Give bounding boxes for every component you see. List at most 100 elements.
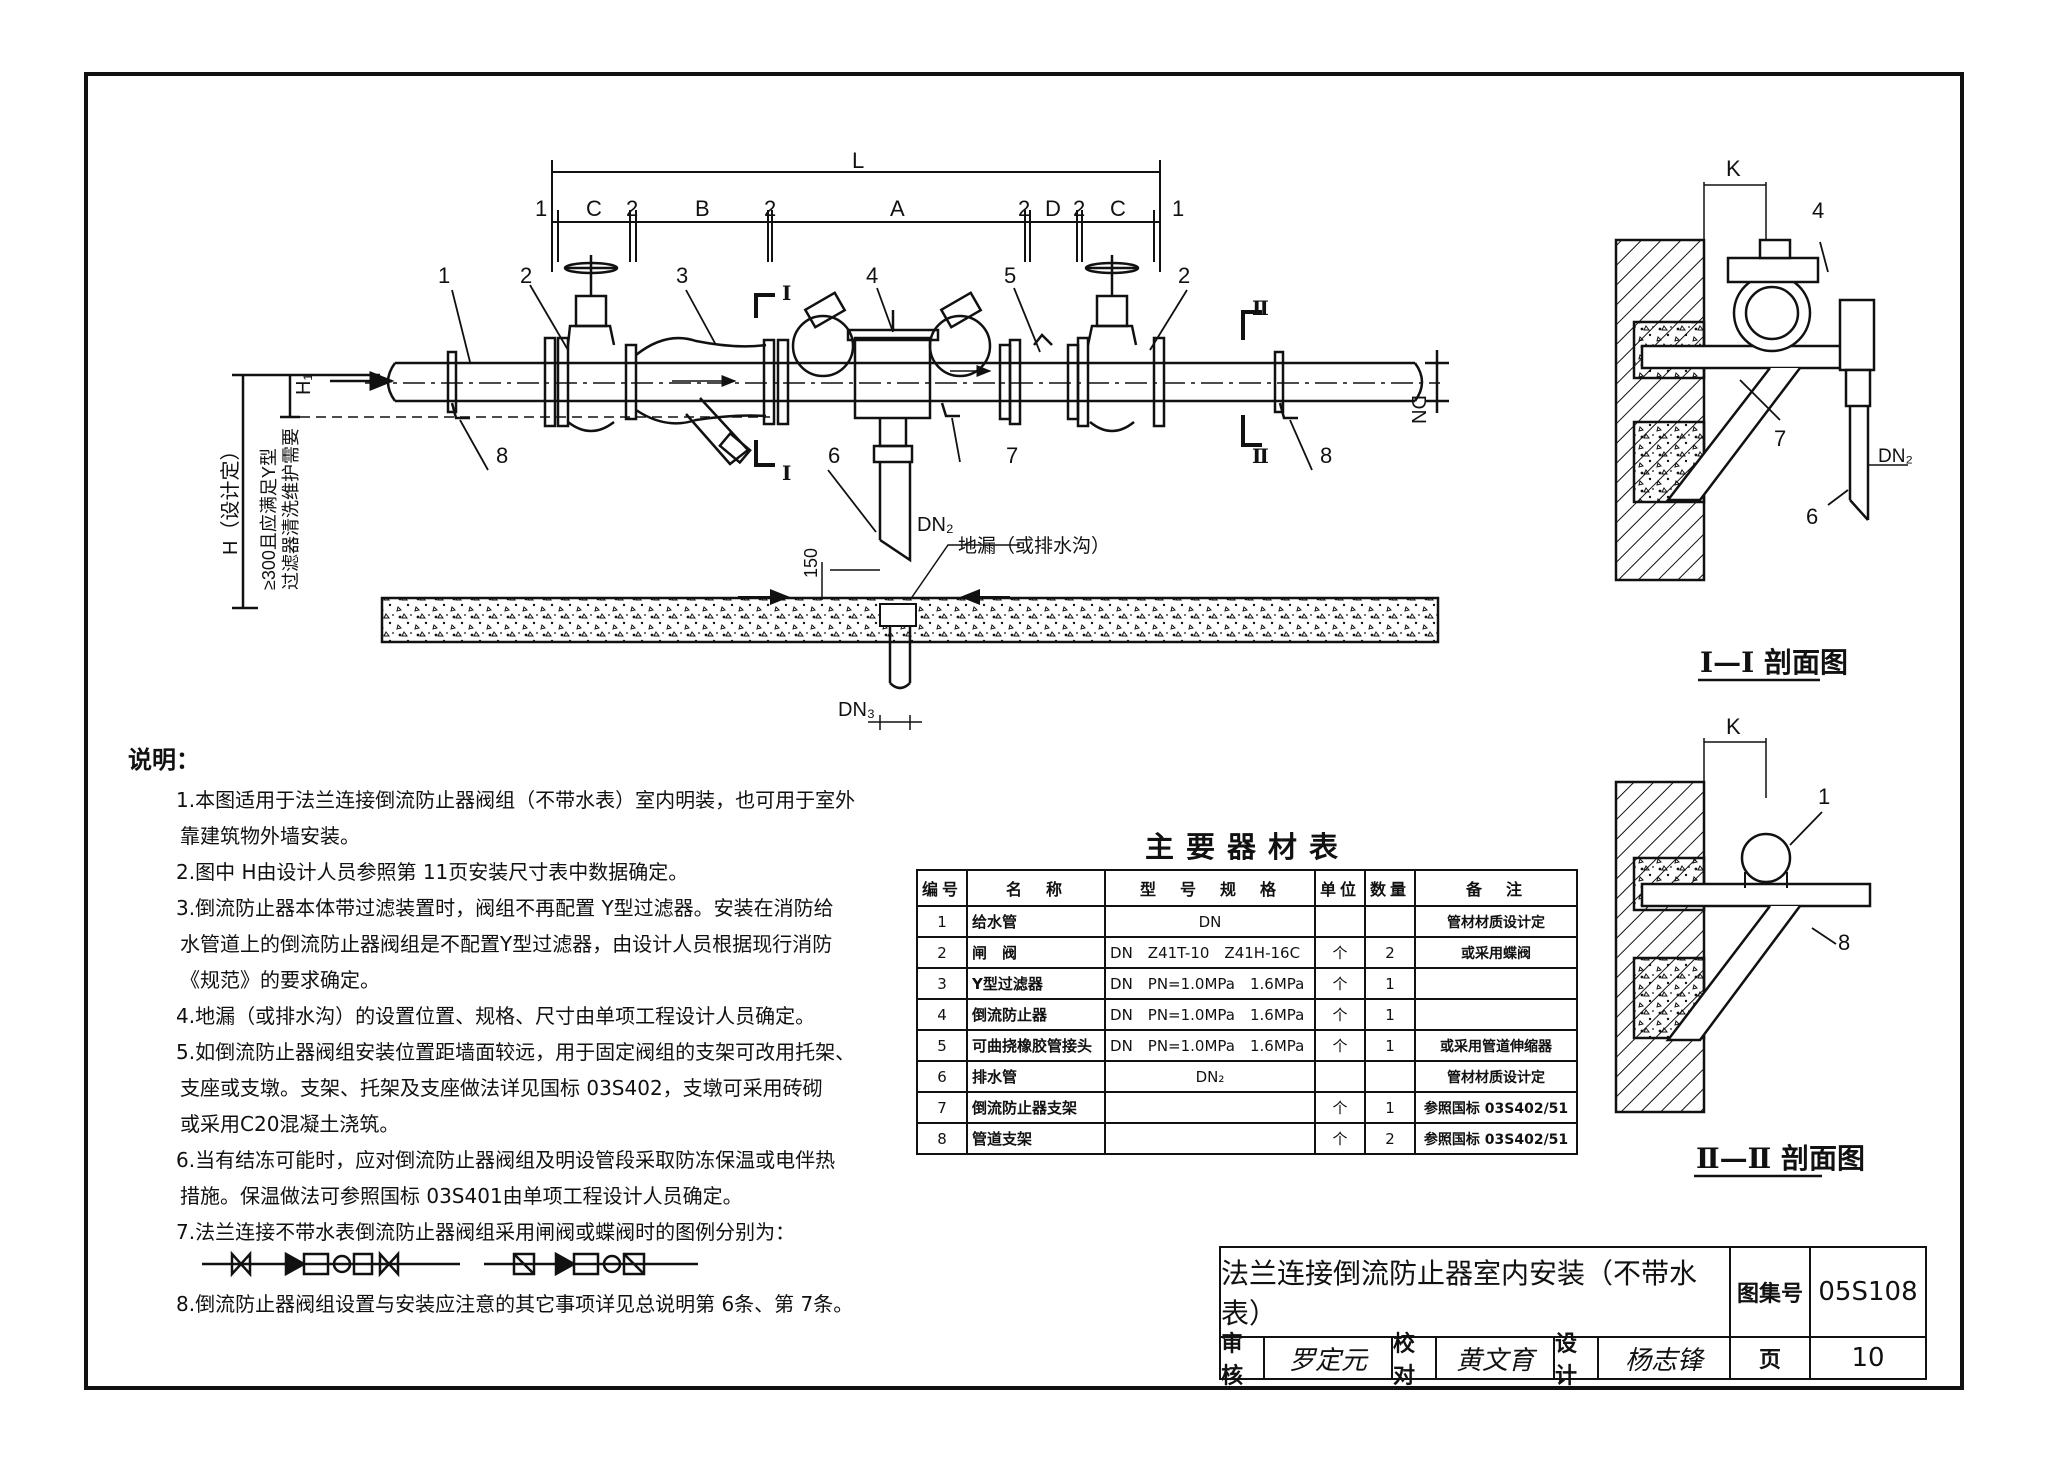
table-title: 主要器材表 xyxy=(1145,830,1351,864)
page-number: 10 xyxy=(1809,1336,1927,1380)
floor-labels: DN₂ 地漏（或排水沟） 150 DN₃ xyxy=(801,514,1110,721)
atlas-label: 图集号 xyxy=(1729,1246,1811,1338)
cell-qty: 1 xyxy=(1364,967,1417,1000)
col-header-unit: 单位 xyxy=(1314,869,1367,907)
design-signature: 杨志锋 xyxy=(1597,1336,1731,1380)
dim-2-c: 2 xyxy=(1018,196,1030,221)
cell-remark: 或采用蝶阀 xyxy=(1414,936,1579,969)
notes-title: 说明： xyxy=(128,746,200,774)
callout-1: 1 xyxy=(438,263,450,288)
section-1-dim-K: K xyxy=(1726,156,1741,181)
section-2-dim-K: K xyxy=(1726,714,1741,739)
cell-remark: 或采用管道伸缩器 xyxy=(1414,1029,1579,1062)
cell-unit xyxy=(1314,1060,1367,1093)
note-line: 靠建筑物外墙安装。 xyxy=(180,824,360,848)
cell-qty xyxy=(1364,1060,1417,1093)
drawing-border xyxy=(84,72,1964,1390)
callout-5: 5 xyxy=(1004,263,1016,288)
section-1-callout-7: 7 xyxy=(1774,426,1786,451)
section-1-drawing xyxy=(1614,182,1908,582)
dim-H: H（设计定） xyxy=(219,441,242,555)
table-header-row: 编号 名 称 型 号 规 格 单位 数量 备 注 xyxy=(915,869,1579,907)
cell-no: 1 xyxy=(915,905,969,938)
check-label: 校对 xyxy=(1391,1332,1437,1389)
dim-150: 150 xyxy=(801,548,821,578)
table-row: 3 Y型过滤器 DN PN=1.0MPa 1.6MPa 个 1 xyxy=(915,967,1579,1000)
note-line: 措施。保温做法可参照国标 03S401由单项工程设计人员确定。 xyxy=(180,1184,743,1208)
section-II-top: Ⅱ xyxy=(1252,296,1269,320)
col-header-name: 名 称 xyxy=(966,869,1107,907)
cell-qty: 2 xyxy=(1364,936,1417,969)
dimension-labels: L 1 C 2 B 2 A 2 D 2 C 1 xyxy=(535,148,1184,221)
cell-no: 8 xyxy=(915,1122,969,1155)
note-line-legend xyxy=(130,1250,830,1286)
dim-A: A xyxy=(890,196,905,221)
note-line: 8.倒流防止器阀组设置与安装应注意的其它事项详见总说明第 6条、第 7条。 xyxy=(176,1292,854,1316)
cell-no: 6 xyxy=(915,1060,969,1093)
dim-L: L xyxy=(852,148,864,173)
floor-slab xyxy=(380,544,1440,730)
dim-2-d: 2 xyxy=(1073,196,1085,221)
cell-no: 4 xyxy=(915,998,969,1031)
note-line: 1.本图适用于法兰连接倒流防止器阀组（不带水表）室内明装，也可用于室外 xyxy=(176,788,856,812)
col-header-spec: 型 号 规 格 xyxy=(1104,869,1317,907)
col-header-qty: 数量 xyxy=(1364,869,1417,907)
table-row: 2 闸 阀 DN Z41T-10 Z41H-16C 个 2 或采用蝶阀 xyxy=(915,936,1579,969)
table-row: 7 倒流防止器支架 个 1 参照国标 03S402/51 xyxy=(915,1091,1579,1124)
cell-unit: 个 xyxy=(1314,1091,1367,1124)
dimension-side-labels: DN H₁ H（设计定） ≥300且应满足Y型 过滤器清洗维护需要 xyxy=(219,374,1429,590)
dim-1-right: 1 xyxy=(1172,196,1184,221)
table-row: 5 可曲挠橡胶管接头 DN PN=1.0MPa 1.6MPa 个 1 或采用管道… xyxy=(915,1029,1579,1062)
dim-H-requirement-1: ≥300且应满足Y型 xyxy=(259,448,279,590)
review-label: 审核 xyxy=(1219,1332,1265,1389)
note-line: 4.地漏（或排水沟）的设置位置、规格、尺寸由单项工程设计人员确定。 xyxy=(176,1004,816,1028)
cell-qty: 1 xyxy=(1364,1091,1417,1124)
cell-qty: 1 xyxy=(1364,998,1417,1031)
cell-remark: 参照国标 03S402/51 xyxy=(1414,1122,1579,1155)
cell-remark xyxy=(1414,998,1579,1031)
cell-name: 倒流防止器支架 xyxy=(966,1091,1107,1124)
note-line: 6.当有结冻可能时，应对倒流防止器阀组及明设管段采取防冻保温或电伴热 xyxy=(176,1148,836,1172)
cell-spec: DN xyxy=(1104,905,1317,938)
cell-name: 可曲挠橡胶管接头 xyxy=(966,1029,1107,1062)
cell-no: 3 xyxy=(915,967,969,1000)
dim-2-b: 2 xyxy=(764,196,776,221)
cell-unit xyxy=(1314,905,1367,938)
table-row: 1 给水管 DN 管材材质设计定 xyxy=(915,905,1579,938)
cell-remark: 管材材质设计定 xyxy=(1414,1060,1579,1093)
table-row: 6 排水管 DN₂ 管材材质设计定 xyxy=(915,1060,1579,1093)
callout-8-right: 8 xyxy=(1320,443,1332,468)
note-line: 《规范》的要求确定。 xyxy=(180,968,380,992)
cell-spec: DN₂ xyxy=(1104,1060,1317,1093)
dim-C-left: C xyxy=(586,196,602,221)
dim-1-left: 1 xyxy=(535,196,547,221)
section-2-title: Ⅱ—Ⅱ 剖面图 xyxy=(1696,1142,1865,1175)
cell-remark xyxy=(1414,967,1579,1000)
cell-remark: 管材材质设计定 xyxy=(1414,905,1579,938)
section-1-title: I—I 剖面图 xyxy=(1700,646,1848,679)
note-line: 7.法兰连接不带水表倒流防止器阀组采用闸阀或蝶阀时的图例分别为： xyxy=(176,1220,796,1244)
callout-6: 6 xyxy=(828,443,840,468)
dim-DN: DN xyxy=(1407,395,1429,424)
note-line: 5.如倒流防止器阀组安装位置距墙面较远，用于固定阀组的支架可改用托架、 xyxy=(176,1040,856,1064)
cell-name: 给水管 xyxy=(966,905,1107,938)
floor-drain-label: 地漏（或排水沟） xyxy=(958,535,1110,557)
notes-section: 说明： 1.本图适用于法兰连接倒流防止器阀组（不带水表）室内明装，也可用于室外 … xyxy=(128,742,856,1322)
cell-spec xyxy=(1104,1122,1317,1155)
materials-table: 编号 名 称 型 号 规 格 单位 数量 备 注 1 给水管 DN 管材材质设计… xyxy=(915,869,1579,1155)
page-label: 页 xyxy=(1729,1336,1811,1380)
dim-H-requirement-2: 过滤器清洗维护需要 xyxy=(281,428,301,590)
cell-remark: 参照国标 03S402/51 xyxy=(1414,1091,1579,1124)
section-2-callout-1: 1 xyxy=(1818,784,1830,809)
table-row: 8 管道支架 个 2 参照国标 03S402/51 xyxy=(915,1122,1579,1155)
callout-leaders xyxy=(451,284,1313,533)
check-signature: 黄文育 xyxy=(1435,1336,1555,1380)
review-signature: 罗定元 xyxy=(1263,1336,1393,1380)
drawing-title: 法兰连接倒流防止器室内安装（不带水表） xyxy=(1219,1246,1731,1338)
section-1-callout-6: 6 xyxy=(1806,504,1818,529)
pipe-assembly xyxy=(232,255,1449,610)
section-marks xyxy=(754,293,1262,467)
cell-name: 倒流防止器 xyxy=(966,998,1107,1031)
section-I-top: I xyxy=(782,281,791,305)
